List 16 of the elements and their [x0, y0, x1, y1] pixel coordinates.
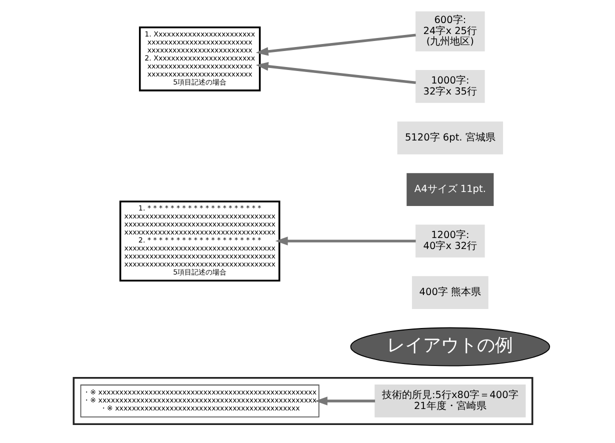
- node-box: 1. * * * * * * * * * * * * * * * * * * * * xxxxxxxxxxxxxxxxxxxxxxxxxxxxxxxxxxxx xxxxxxxxxxxxxxxxxxxxxxxxxxxxxxxxxxxx xxxxxxxxxxxxxxxxxxxxxxxxxxxxxxxxxxxx 2. * * * * * * * * * * * * * * * * * * * * xxxxxxxxxxxxxxxxxxxxxxxxxxxxxxxxxxxx xxxxxxxxxxxxxxxxxxxxxxxxxxxxxxxxxxxx xxxxxxxxxxxxxxxxxxxxxxxxxxxxxxxxxxxx 5項目記述の場合: [118, 200, 280, 282]
- node-box: 400字 熊本県: [411, 276, 488, 310]
- arrow: [314, 396, 375, 406]
- node-box: 1. Xxxxxxxxxxxxxxxxxxxxxxxx xxxxxxxxxxxxxxxxxxxxxxxxx xxxxxxxxxxxxxxxxxxxxxxxxx 2. Xxxxxxxxxxxxxxxxxxxxxxxx xxxxxxxxxxxxxxxxxxxxxxxxx xxxxxxxxxxxxxxxxxxxxxxxxx 5項目記述の場合: [138, 26, 260, 92]
- node-ellipse: レイアウトの例: [350, 327, 550, 366]
- cluster: [72, 377, 533, 425]
- arrow: [255, 62, 416, 84]
- node-box: 5120字 6pt. 宮城県: [396, 122, 503, 154]
- node-box: 技術的所見:5行x80字＝400字 21年度・宮崎県: [374, 384, 526, 418]
- node-box: ・※ xxxxxxxxxxxxxxxxxxxxxxxxxxxxxxxxxxxxxxxxxxxxxxxxxxxx ・※ xxxxxxxxxxxxxxxxxxxxxxxxxxxxxxxxxxxxxxxxxxxxxxxxxxxx ・※ xxxxxxxxxxxxxxxxxxxxxxxxxxxxxxxxxxxxxxxxxxxx: [80, 384, 319, 418]
- node-box: 1200字: 40字x 32行: [415, 224, 484, 258]
- node-box: A4サイズ 11pt.: [406, 173, 494, 206]
- node-box: 600字: 24字x 25行 (九州地区): [415, 11, 484, 52]
- arrow: [255, 34, 416, 56]
- arrow: [274, 236, 416, 246]
- node-box: 1000字: 32字x 35行: [415, 70, 484, 103]
